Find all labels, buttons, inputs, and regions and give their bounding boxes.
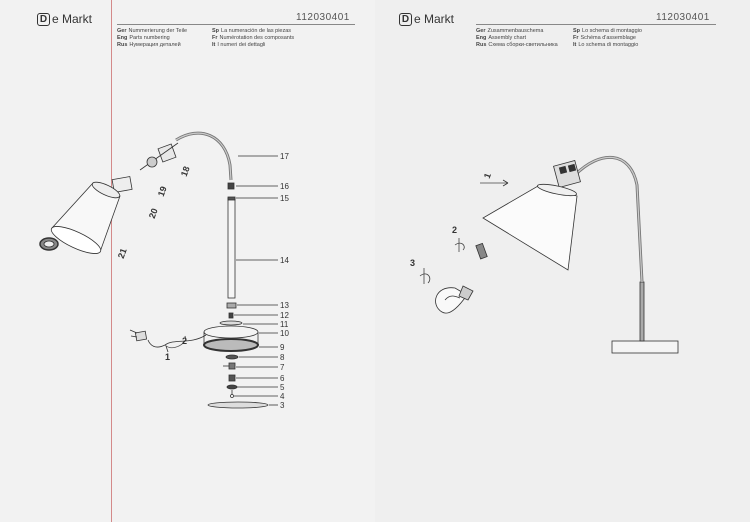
brand-logo: D e Markt [37, 12, 92, 26]
part-label: 7 [280, 363, 285, 372]
doc-number: 112030401 [296, 12, 350, 23]
exploded-parts-diagram: 17 16 15 14 13 12 11 10 9 8 7 6 5 4 3 1 … [39, 131, 289, 410]
part-label: 14 [280, 256, 289, 265]
part-label: 6 [280, 374, 285, 383]
part-label: 8 [280, 353, 285, 362]
doc-number: 112030401 [656, 12, 710, 23]
brand-logo: D e Markt [399, 12, 454, 26]
step-label: 2 [452, 225, 457, 235]
part-label: 18 [179, 165, 192, 178]
header-rule [476, 24, 716, 25]
step-label: 1 [482, 172, 493, 180]
logo-text: e Markt [52, 12, 93, 26]
part-label: 12 [280, 311, 289, 320]
part-label: 10 [280, 329, 289, 338]
part-label: 5 [280, 383, 285, 392]
part-label: 20 [147, 207, 160, 220]
part-label: 13 [280, 301, 289, 310]
part-label: 2 [182, 336, 187, 346]
logo-text: e Markt [414, 12, 455, 26]
step-label: 3 [410, 258, 415, 268]
margin-line [111, 0, 112, 522]
logo-mark: D [37, 12, 50, 26]
part-label: 16 [280, 182, 289, 191]
assembly-diagram: 1 2 3 [410, 155, 679, 354]
part-label: 9 [280, 343, 285, 352]
part-label: 1 [165, 352, 170, 362]
header-rule [117, 24, 355, 25]
part-label: 21 [116, 247, 129, 260]
part-label: 3 [280, 401, 285, 410]
part-label: 17 [280, 152, 289, 161]
part-label: 19 [156, 185, 169, 198]
part-label: 11 [280, 320, 289, 329]
logo-mark: D [399, 12, 412, 26]
part-label: 4 [280, 392, 285, 401]
part-label: 15 [280, 194, 289, 203]
